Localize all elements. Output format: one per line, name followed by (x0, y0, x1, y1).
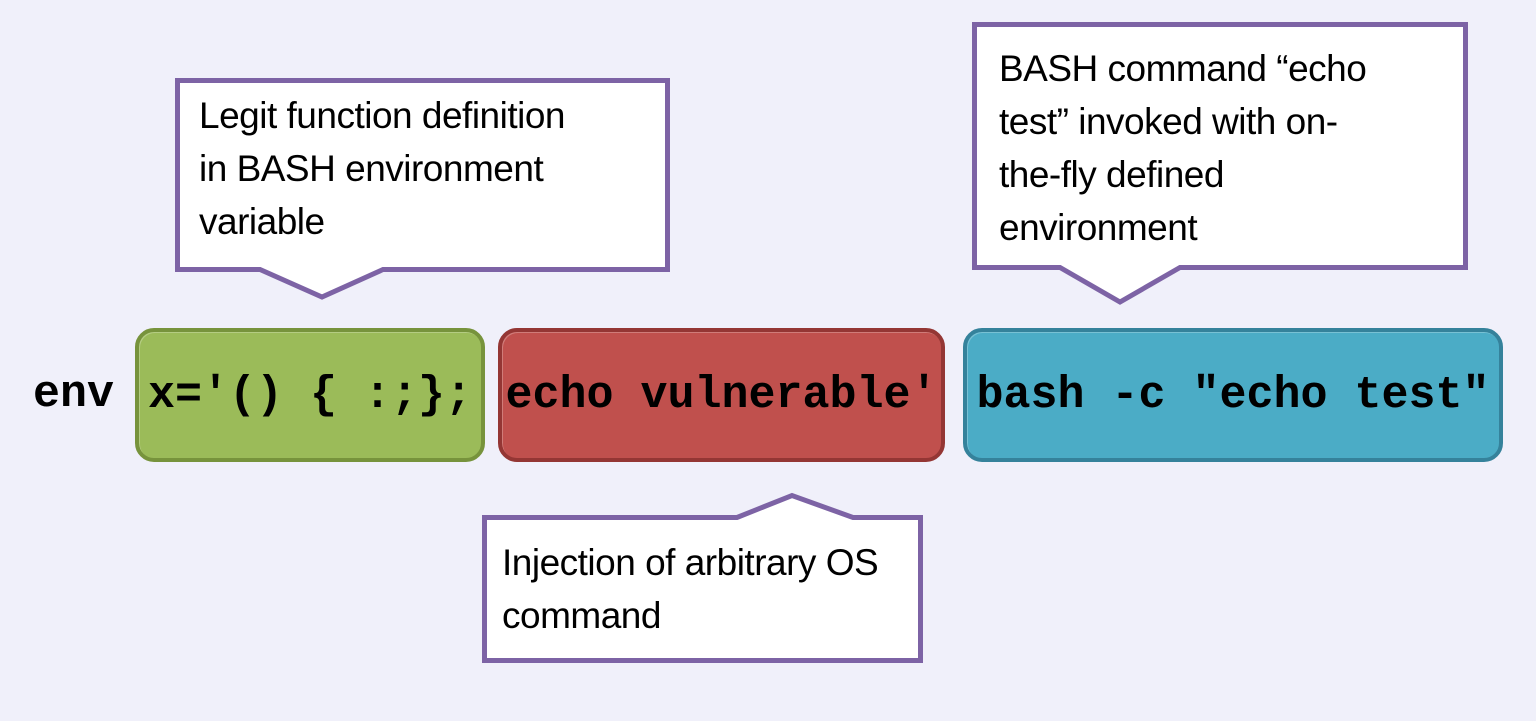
callout-bubble-bash-invocation-shape (972, 22, 1468, 305)
command-segment-injected-command-text: echo vulnerable' (505, 369, 938, 421)
command-segment-function-definition-text: x='() { :;}; (147, 369, 473, 421)
callout-text-legit-function: Legit function definition in BASH enviro… (199, 95, 566, 242)
command-segment-bash-invocation: bash -c "echo test" (963, 328, 1503, 462)
command-segment-function-definition: x='() { :;}; (135, 328, 485, 462)
callout-text-os-injection: Injection of arbitrary OS command (502, 542, 879, 636)
callout-bubble-legit-function-shape (175, 78, 670, 300)
callout-bubble-legit-function (175, 78, 670, 300)
command-prefix-env: env (33, 369, 115, 420)
command-segment-bash-invocation-text: bash -c "echo test" (976, 369, 1490, 421)
callout-bubble-bash-invocation (972, 22, 1468, 305)
callout-text-bash-invocation: BASH command “echo test” invoked with on… (999, 48, 1367, 248)
callout-bubble-os-injection-shape (482, 492, 923, 663)
callout-bubble-os-injection (482, 492, 923, 663)
command-segment-injected-command: echo vulnerable' (498, 328, 945, 462)
